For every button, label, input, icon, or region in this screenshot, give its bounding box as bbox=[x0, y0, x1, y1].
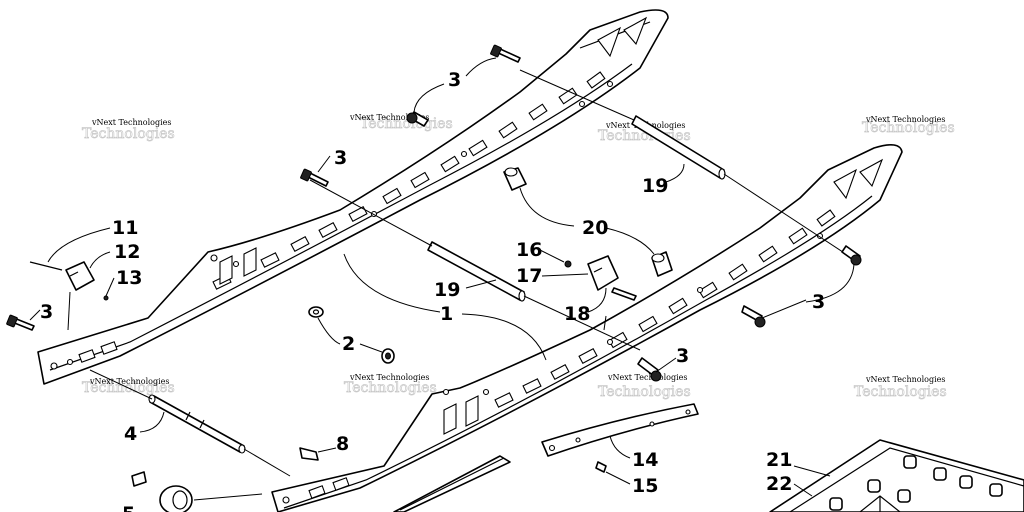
rail-slots bbox=[308, 158, 884, 499]
track-lugs bbox=[829, 455, 1003, 512]
callout-3: 3 bbox=[676, 345, 689, 367]
callout-3: 3 bbox=[40, 301, 53, 323]
wear-strip bbox=[393, 455, 511, 512]
callout-14: 14 bbox=[632, 449, 658, 471]
callout-19: 19 bbox=[642, 175, 668, 197]
rail-holes bbox=[282, 232, 824, 504]
callout-19: 19 bbox=[434, 279, 460, 301]
callout-12: 12 bbox=[114, 241, 140, 263]
rail-slots bbox=[78, 16, 648, 363]
bolts bbox=[6, 44, 862, 382]
watermark-text: vNext Technologies bbox=[865, 375, 945, 384]
callout-16: 16 bbox=[516, 239, 542, 261]
callout-18: 18 bbox=[564, 303, 590, 325]
watermark-outline: Technologies bbox=[344, 380, 437, 396]
watermark-text: vNext Technologies bbox=[91, 118, 171, 127]
leader-lines bbox=[29, 57, 855, 497]
slide-runner bbox=[299, 403, 699, 473]
rear-shaft bbox=[89, 369, 291, 477]
idler-wheel bbox=[131, 471, 263, 512]
right-rail bbox=[271, 144, 903, 512]
left-rail bbox=[37, 9, 669, 385]
watermark-text: vNext Technologies bbox=[349, 373, 429, 382]
callout-3: 3 bbox=[812, 291, 825, 313]
callout-13: 13 bbox=[116, 267, 142, 289]
callout-11: 11 bbox=[112, 217, 138, 239]
spacers bbox=[308, 167, 673, 364]
callouts: 3 3 3 3 3 1 2 4 5 8 11 12 13 14 15 16 17… bbox=[40, 69, 825, 512]
blocks bbox=[29, 255, 637, 301]
watermark-outline: Technologies bbox=[360, 116, 453, 132]
callout-2: 2 bbox=[342, 333, 355, 355]
callout-5: 5 bbox=[122, 503, 135, 512]
watermark-outline: Technologies bbox=[862, 120, 955, 136]
callout-3: 3 bbox=[448, 69, 461, 91]
callout-15: 15 bbox=[632, 475, 658, 497]
watermark-text: vNext Technologies bbox=[89, 377, 169, 386]
callout-20: 20 bbox=[582, 217, 608, 239]
callout-1: 1 bbox=[440, 303, 453, 325]
callout-3: 3 bbox=[334, 147, 347, 169]
watermark-outline: Technologies bbox=[598, 384, 691, 400]
callout-17: 17 bbox=[516, 265, 542, 287]
callout-4: 4 bbox=[124, 423, 137, 445]
watermark-text: vNext Technologies bbox=[349, 113, 429, 122]
watermark-outline: Technologies bbox=[854, 384, 947, 400]
callout-21: 21 bbox=[766, 449, 792, 471]
callout-22: 22 bbox=[766, 473, 792, 495]
cross-shafts bbox=[309, 69, 853, 351]
callout-8: 8 bbox=[336, 433, 349, 455]
watermark-outline: Technologies bbox=[82, 126, 175, 142]
watermark-text: vNext Technologies bbox=[865, 115, 945, 124]
track bbox=[769, 439, 1024, 512]
watermark-text: vNext Technologies bbox=[607, 373, 687, 382]
rail-holes bbox=[50, 80, 614, 370]
